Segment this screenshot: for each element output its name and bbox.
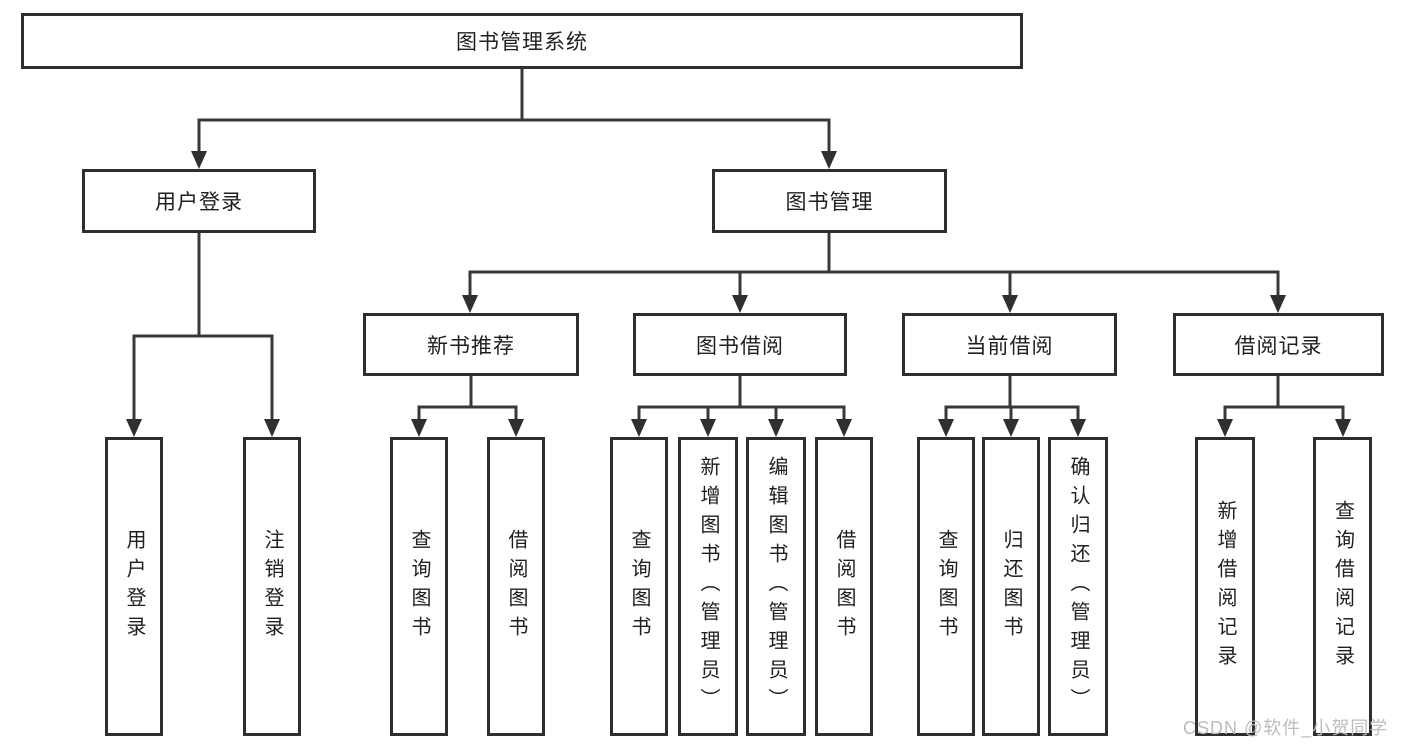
node-current-borrow: 当前借阅 — [902, 313, 1117, 376]
leaf-borrow-books-recommend-label: 借阅图书 — [505, 528, 527, 645]
leaf-edit-books-admin-label: 编辑图书（管理员） — [765, 456, 787, 717]
node-user-login: 用户登录 — [82, 169, 316, 233]
leaf-user-login-label: 用户登录 — [123, 528, 145, 645]
node-book-borrow: 图书借阅 — [633, 313, 847, 376]
node-book-management: 图书管理 — [712, 169, 947, 233]
leaf-borrow-books-recommend: 借阅图书 — [487, 437, 545, 736]
leaf-add-borrow-record: 新增借阅记录 — [1195, 437, 1255, 736]
leaf-logout: 注销登录 — [243, 437, 301, 736]
node-new-book-recommend-label: 新书推荐 — [427, 334, 515, 358]
leaf-query-books-borrow: 查询图书 — [610, 437, 668, 736]
leaf-edit-books-admin: 编辑图书（管理员） — [746, 437, 806, 736]
node-borrow-records: 借阅记录 — [1173, 313, 1384, 376]
leaf-borrow-books: 借阅图书 — [815, 437, 873, 736]
node-user-login-label: 用户登录 — [155, 191, 243, 214]
leaf-add-books-admin-label: 新增图书（管理员） — [697, 456, 719, 717]
leaf-query-borrow-record-label: 查询借阅记录 — [1331, 499, 1354, 674]
leaf-return-books: 归还图书 — [982, 437, 1040, 736]
node-root-label: 图书管理系统 — [456, 31, 588, 54]
watermark: CSDN @软件_小贺同学 — [1183, 718, 1389, 738]
leaf-add-books-admin: 新增图书（管理员） — [678, 437, 738, 736]
leaf-query-books-recommend-label: 查询图书 — [408, 528, 430, 645]
leaf-user-login: 用户登录 — [105, 437, 163, 736]
node-borrow-records-label: 借阅记录 — [1234, 334, 1323, 358]
leaf-confirm-return-admin: 确认归还（管理员） — [1048, 437, 1108, 736]
leaf-logout-label: 注销登录 — [261, 528, 283, 645]
leaf-return-books-label: 归还图书 — [1000, 528, 1022, 645]
node-new-book-recommend: 新书推荐 — [363, 313, 579, 376]
leaf-query-books-borrow-label: 查询图书 — [628, 528, 650, 645]
leaf-confirm-return-admin-label: 确认归还（管理员） — [1067, 456, 1089, 717]
node-book-borrow-label: 图书借阅 — [696, 334, 784, 358]
leaf-query-borrow-record: 查询借阅记录 — [1313, 437, 1372, 736]
leaf-query-books-current-label: 查询图书 — [935, 528, 957, 645]
node-current-borrow-label: 当前借阅 — [965, 334, 1054, 358]
leaf-add-borrow-record-label: 新增借阅记录 — [1214, 499, 1236, 674]
node-book-management-label: 图书管理 — [785, 191, 874, 214]
node-root: 图书管理系统 — [21, 13, 1023, 69]
leaf-query-books-recommend: 查询图书 — [390, 437, 448, 736]
leaf-query-books-current: 查询图书 — [917, 437, 975, 736]
leaf-borrow-books-label: 借阅图书 — [833, 528, 855, 645]
